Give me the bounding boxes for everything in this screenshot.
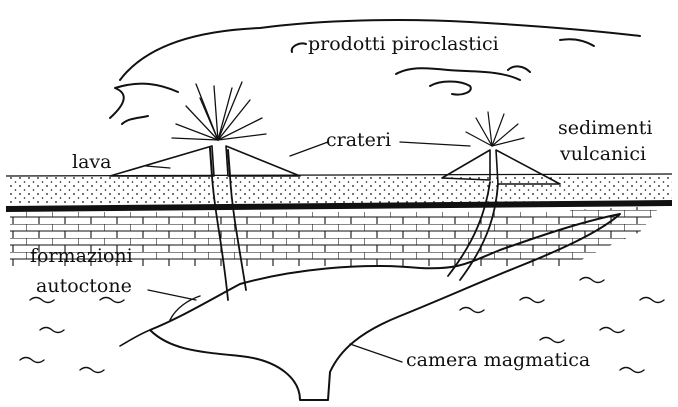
left-volcano — [110, 82, 300, 176]
right-volcano — [442, 112, 560, 184]
sediment-layer — [10, 175, 672, 205]
label-formations-line2: autoctone — [36, 275, 132, 297]
label-lava: lava — [72, 151, 111, 173]
label-pyroclastic-products: prodotti piroclastici — [308, 33, 499, 55]
label-craters: crateri — [326, 129, 391, 151]
label-formations-line1: formazioni — [30, 245, 133, 267]
label-sediments-line1: sedimenti — [558, 117, 652, 139]
label-sediments-line2: vulcanici — [559, 143, 646, 165]
label-magma-chamber: camera magmatica — [406, 349, 590, 371]
